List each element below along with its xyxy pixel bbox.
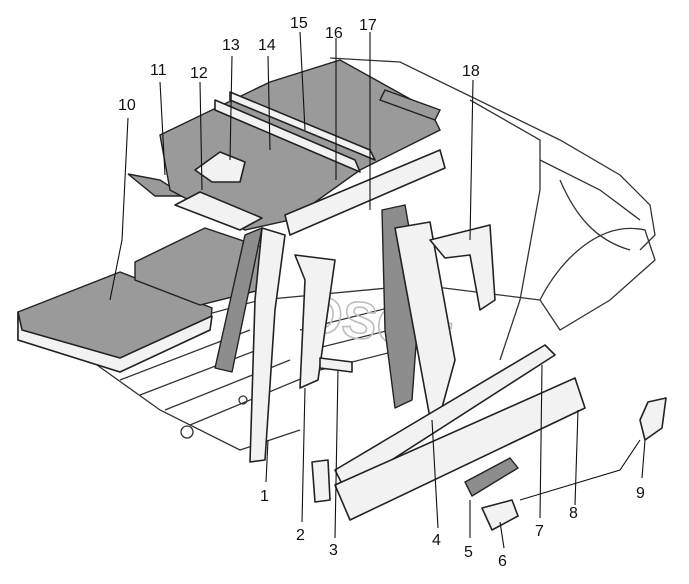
sill-outer-panel [334, 377, 586, 521]
callout-4: 4 [432, 532, 441, 549]
roof-bow-front [214, 99, 361, 173]
callout-3: 3 [329, 542, 338, 559]
callout-1: 1 [260, 488, 269, 505]
floor-crossmember [319, 357, 353, 373]
a-pillar-trim-upper [214, 227, 263, 373]
roof-front-reinforcement [174, 191, 263, 231]
leader-lines [109, 31, 646, 549]
callout-12: 12 [190, 65, 208, 82]
rear-roof-strip [379, 89, 441, 121]
sill-end-cap [311, 459, 331, 503]
roof-bow-rear [229, 91, 376, 161]
callout-7: 7 [535, 523, 544, 540]
callout-numbers: 1 2 3 4 5 6 7 8 9 10 11 12 13 14 15 16 1… [118, 15, 645, 570]
front-floor-covering-edge [17, 311, 213, 373]
callout-14: 14 [258, 37, 276, 54]
callout-6: 6 [498, 553, 507, 570]
dome-lamp-housing [194, 151, 246, 183]
callout-15: 15 [290, 15, 308, 32]
callout-17: 17 [359, 17, 377, 34]
callout-9: 9 [636, 485, 645, 502]
callout-8: 8 [569, 505, 578, 522]
wheel-arch-liner [639, 397, 667, 441]
door-striker-bracket [481, 499, 519, 531]
a-pillar-trim [249, 227, 286, 463]
a-pillar-lower-trim [294, 254, 336, 389]
callout-11: 11 [150, 62, 167, 79]
sill-step-plate [464, 457, 519, 497]
b-pillar-outer [394, 221, 456, 419]
callout-18: 18 [462, 63, 480, 80]
callout-5: 5 [464, 544, 473, 561]
c-pillar-trim [429, 224, 496, 311]
callout-2: 2 [296, 527, 305, 544]
roof-side-rail [284, 149, 446, 236]
callout-10: 10 [118, 97, 136, 114]
callout-16: 16 [325, 25, 343, 42]
callout-13: 13 [222, 37, 240, 54]
